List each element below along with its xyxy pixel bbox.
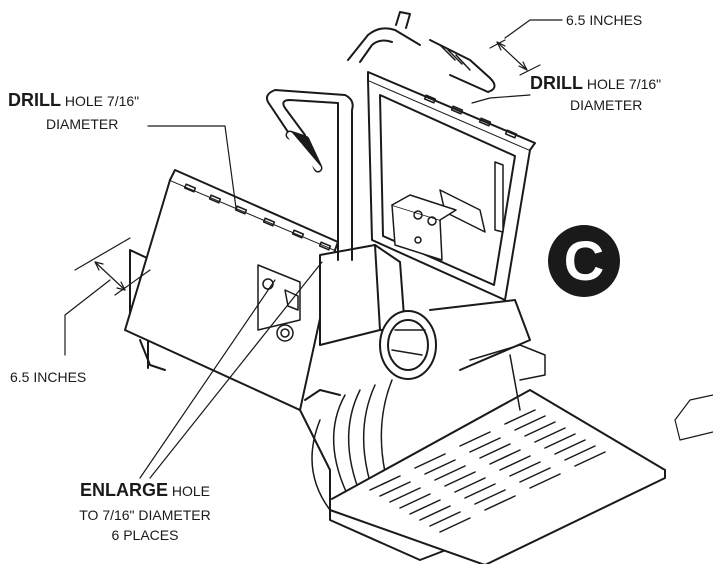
dimension-top-right	[489, 19, 563, 76]
fuel-cap	[379, 310, 437, 380]
foot-plate	[329, 344, 666, 564]
section-badge: C	[548, 225, 620, 297]
leader-enlarge	[139, 279, 276, 479]
right-drill-rest: HOLE 7/16"	[586, 76, 662, 92]
enlarge-rest: HOLE	[171, 483, 211, 499]
motor-housing	[319, 244, 406, 346]
adjacent-part-outline	[674, 394, 713, 441]
enlarge-line2: TO 7/16" DIAMETER	[79, 507, 211, 523]
left-drill-label: DRILL HOLE 7/16"	[8, 90, 140, 110]
right-cover-panel	[367, 71, 536, 301]
left-drill-keyword: DRILL	[8, 90, 61, 110]
section-badge-letter: C	[563, 229, 605, 292]
enlarge-keyword: ENLARGE	[79, 480, 168, 500]
right-drill-label: DRILL HOLE 7/16"	[530, 73, 662, 93]
left-measure-label: 6.5 INCHES	[10, 369, 87, 385]
leader-right-drill	[471, 94, 531, 104]
left-drill-rest: HOLE 7/16"	[64, 93, 140, 109]
right-drill-line2: DIAMETER	[570, 97, 643, 113]
enlarge-label: ENLARGE HOLE	[30, 480, 260, 500]
leader-enlarge-2	[149, 261, 323, 479]
enlarge-line3: 6 PLACES	[111, 527, 179, 543]
handle-bar	[265, 11, 496, 261]
left-cover-panel	[124, 169, 339, 411]
right-drill-keyword: DRILL	[530, 73, 583, 93]
leader-left-drill	[147, 125, 237, 209]
dimension-left	[64, 237, 151, 356]
left-drill-line2: DIAMETER	[46, 116, 119, 132]
top-right-measure-label: 6.5 INCHES	[566, 12, 643, 28]
